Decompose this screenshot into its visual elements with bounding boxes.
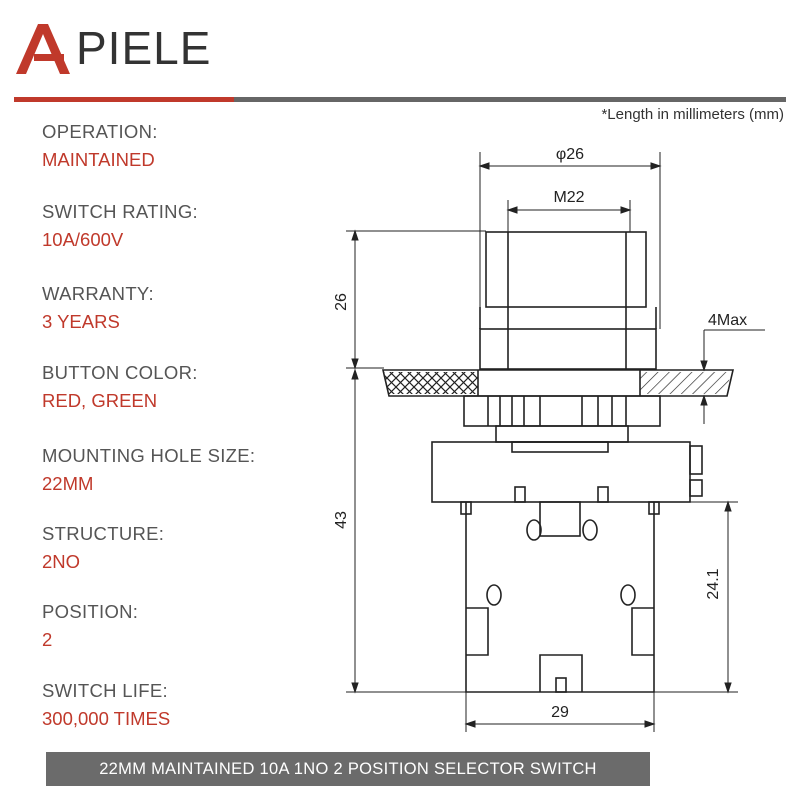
dimension-lines xyxy=(346,152,765,732)
spec-label: POSITION: xyxy=(42,601,139,622)
spec-mounting-hole-size: MOUNTING HOLE SIZE: 22MM xyxy=(42,444,255,496)
spec-button-color: BUTTON COLOR: RED, GREEN xyxy=(42,361,198,413)
brand-logo: PIELE xyxy=(14,18,211,78)
dim-diameter: φ26 xyxy=(556,146,584,163)
spec-position: POSITION: 2 xyxy=(42,600,138,652)
panel-diagonal-hatch xyxy=(640,372,731,394)
header-rule xyxy=(234,97,786,102)
spec-warranty: WARRANTY: 3 YEARS xyxy=(42,282,154,334)
spec-value: 22MM xyxy=(42,473,94,494)
dim-body-width: 29 xyxy=(551,704,569,721)
spec-operation: OPERATION: MAINTAINED xyxy=(42,120,158,172)
spec-label: BUTTON COLOR: xyxy=(42,362,198,383)
panel-crosshatch xyxy=(384,372,478,394)
dim-panel-max: 4Max xyxy=(708,312,747,329)
switch-outline xyxy=(381,231,735,693)
product-title-banner: 22MM MAINTAINED 10A 1NO 2 POSITION SELEC… xyxy=(46,752,650,786)
spec-value: 2NO xyxy=(42,551,81,572)
spec-label: STRUCTURE: xyxy=(42,523,165,544)
spec-value: 10A/600V xyxy=(42,229,124,250)
spec-label: MOUNTING HOLE SIZE: xyxy=(42,445,256,466)
product-title: 22MM MAINTAINED 10A 1NO 2 POSITION SELEC… xyxy=(99,759,597,778)
spec-value: RED, GREEN xyxy=(42,390,158,411)
dim-thread: M22 xyxy=(553,189,584,206)
spec-value: 2 xyxy=(42,629,53,650)
spec-label: SWITCH LIFE: xyxy=(42,680,168,701)
brand-name: PIELE xyxy=(76,22,212,74)
spec-value: 3 YEARS xyxy=(42,311,120,332)
logo-mark-icon xyxy=(16,24,70,74)
dim-knob-height: 26 xyxy=(333,293,350,311)
spec-value: MAINTAINED xyxy=(42,149,155,170)
spec-label: OPERATION: xyxy=(42,121,158,142)
units-note: *Length in millimeters (mm) xyxy=(601,106,784,123)
spec-value: 300,000 TIMES xyxy=(42,708,171,729)
dim-body-height: 43 xyxy=(333,511,350,529)
spec-label: SWITCH RATING: xyxy=(42,201,198,222)
header-rule-accent xyxy=(14,97,234,102)
spec-structure: STRUCTURE: 2NO xyxy=(42,522,164,574)
dim-contact-height: 24.1 xyxy=(705,568,722,599)
spec-label: WARRANTY: xyxy=(42,283,154,304)
spec-switch-rating: SWITCH RATING: 10A/600V xyxy=(42,200,198,252)
spec-switch-life: SWITCH LIFE: 300,000 TIMES xyxy=(42,679,170,731)
